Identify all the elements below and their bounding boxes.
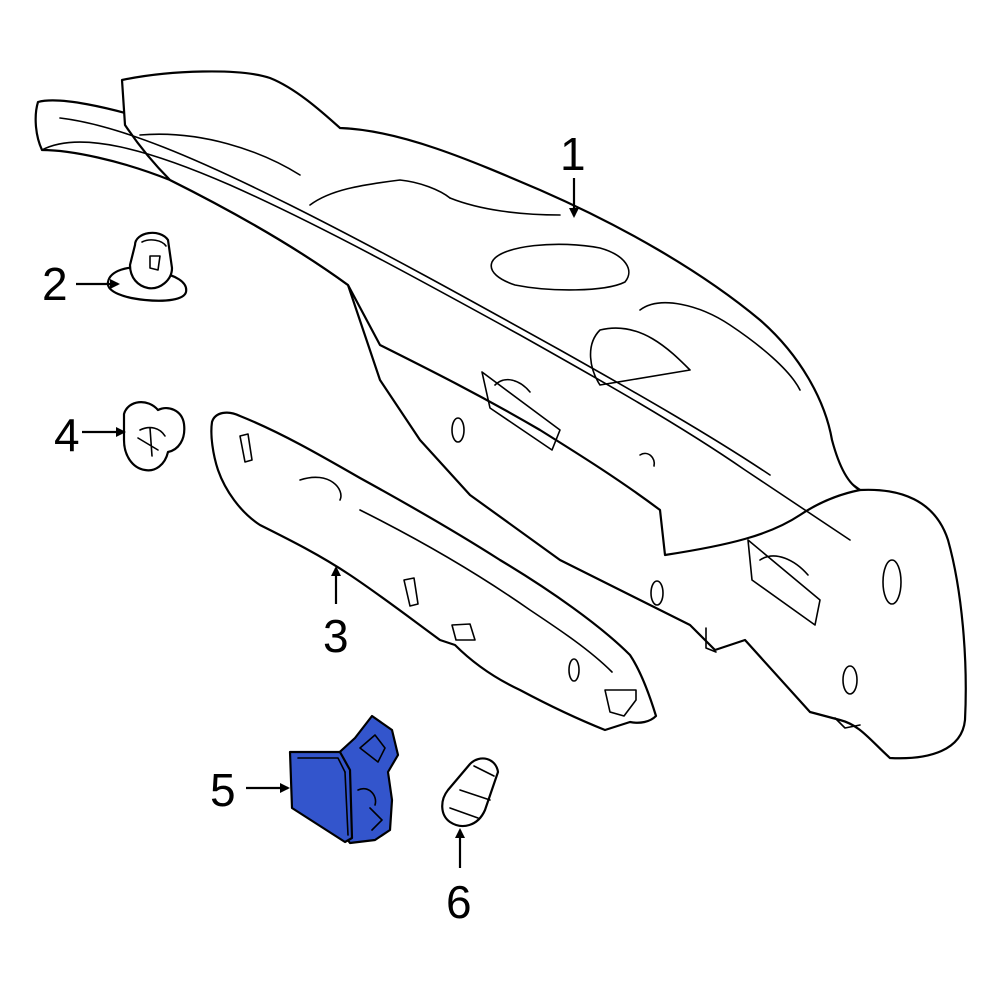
callout-5-label: 5: [210, 764, 236, 816]
part-4-retainer[interactable]: [122, 401, 186, 472]
callout-2-label: 2: [42, 258, 68, 310]
part-1-trunk-lid-trim-panel[interactable]: [34, 70, 967, 760]
part-5-lamp-housing[interactable]: [288, 714, 400, 845]
callout-3-label: 3: [323, 610, 349, 662]
callout-1-label: 1: [560, 128, 586, 180]
part-2-clip[interactable]: [106, 231, 188, 302]
part-6-bulb[interactable]: [441, 757, 500, 828]
lamp-housing-lens: [288, 750, 354, 844]
part-3-trim-strip[interactable]: [210, 411, 658, 732]
callout-4-label: 4: [54, 409, 80, 461]
callout-6-label: 6: [446, 876, 472, 928]
